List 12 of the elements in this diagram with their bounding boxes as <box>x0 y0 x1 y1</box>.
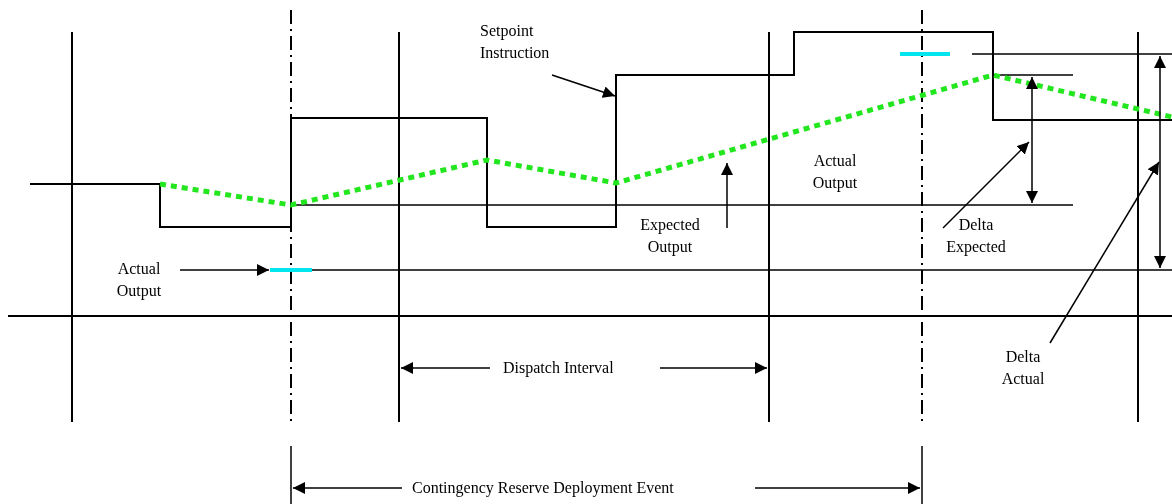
actual-output-marker <box>900 52 950 56</box>
actual-output-marker <box>270 268 312 272</box>
leader-line <box>179 264 270 276</box>
callout-text: Actual Output <box>104 258 174 302</box>
leader-line <box>551 74 616 98</box>
callout-text: Delta Expected <box>932 214 1020 258</box>
callout-text: Setpoint Instruction <box>480 20 580 64</box>
leader-line <box>1049 161 1160 344</box>
leader-line <box>942 141 1030 229</box>
callout-text: Delta Actual <box>990 346 1056 390</box>
callout-text: Expected Output <box>626 214 714 258</box>
leader-line <box>721 162 733 229</box>
